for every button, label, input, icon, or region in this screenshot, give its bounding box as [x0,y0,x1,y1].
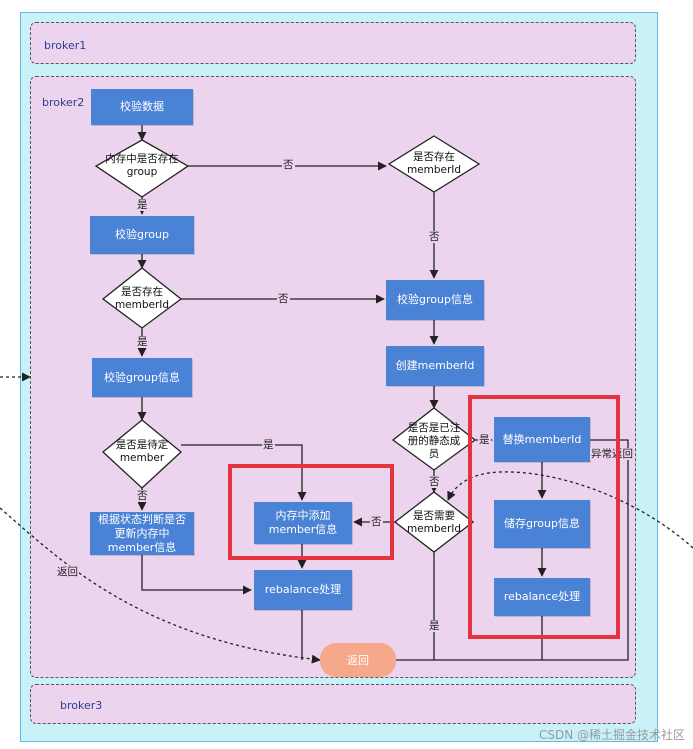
member-exists-decision-right: 是否存在memberId [406,151,462,176]
watermark: CSDN @稀土掘金技术社区 [538,728,685,742]
member-exists-decision-left: 是否存在memberId [114,286,170,311]
rebalance-node-left: rebalance处理 [254,570,352,610]
edge-label-no-pending: 否 [136,490,149,502]
broker1-group [30,22,636,64]
edge-label-no-member-right: 否 [428,231,441,243]
create-member-node: 创建memberId [386,346,484,386]
need-member-decision: 是否需要memberId [406,510,462,535]
return-terminal: 返回 [320,643,396,677]
static-member-decision: 是否是已注册的静态成员 [407,421,461,460]
edge-label-yes-static: 是 [478,434,491,446]
edge-label-yes-member-left: 是 [136,336,149,348]
verify-group-node: 校验group [90,216,194,254]
edge-label-no-member-left: 否 [277,293,290,305]
store-group-info-node: 储存group信息 [494,500,590,548]
highlight-replace-block [468,395,620,639]
edge-label-no-group: 否 [282,159,295,171]
replace-member-node: 替换memberId [494,417,590,462]
edge-label-yes-pending: 是 [262,439,275,451]
pending-member-decision: 是否是待定member [115,439,169,464]
group-in-memory-decision: 内存中是否存在group [105,153,179,178]
edge-label-yes-need: 是 [428,620,441,632]
verify-data-node: 校验数据 [91,89,193,125]
rebalance-node-right: rebalance处理 [494,578,590,616]
edge-label-return-left: 返回 [56,566,79,578]
broker3-label: broker3 [60,699,103,712]
broker3-group [30,684,636,724]
add-member-node: 内存中添加member信息 [254,502,352,544]
broker1-label: broker1 [44,39,87,52]
edge-label-exception-return: 异常返回 [590,448,634,460]
update-by-state-node: 根据状态判断是否更新内存中member信息 [90,512,194,555]
verify-group-info-node-left: 校验group信息 [92,358,192,397]
highlight-add-member [228,464,394,560]
edge-label-yes-group: 是 [136,199,149,211]
verify-group-info-node-right: 校验group信息 [386,280,484,320]
broker2-label: broker2 [42,96,85,109]
edge-label-no-need: 否 [370,516,383,528]
edge-label-no-static: 否 [428,476,441,488]
